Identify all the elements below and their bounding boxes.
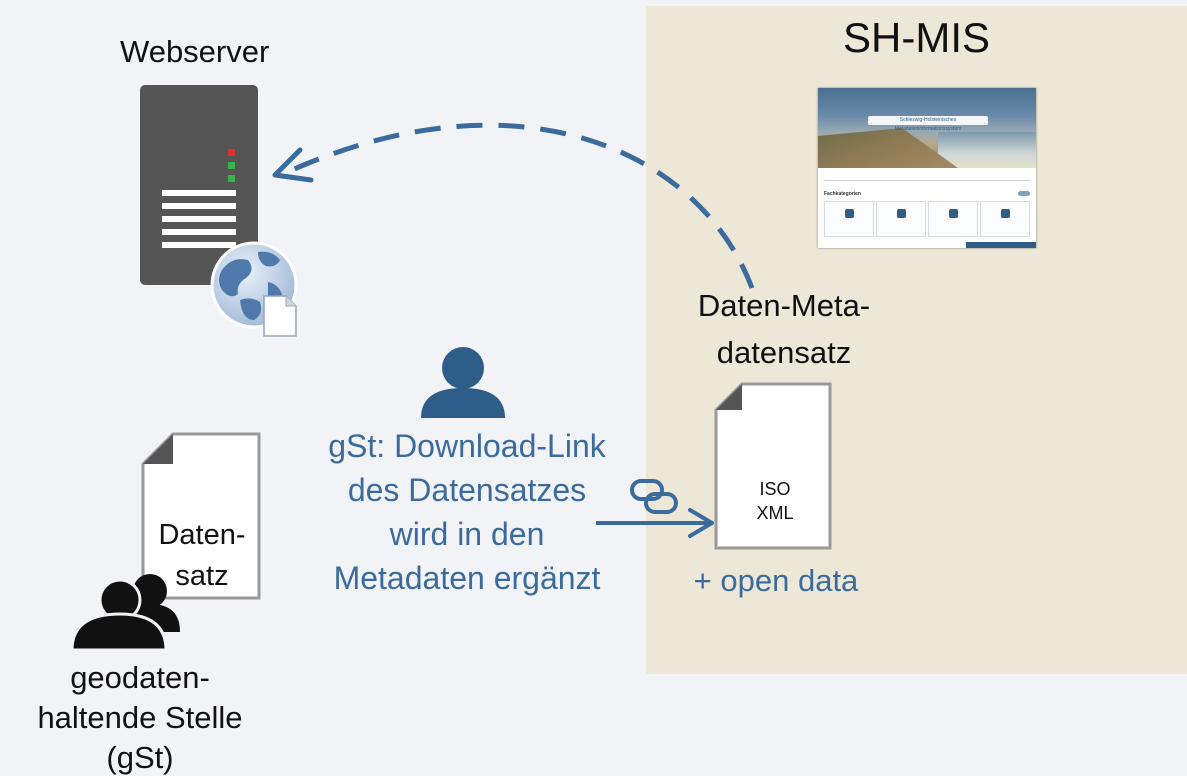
screenshot-tiles	[824, 201, 1030, 237]
process-text-line2: des Datensatzes	[347, 472, 587, 508]
screenshot-tile	[876, 201, 926, 237]
process-text-line3: wird in den	[389, 516, 545, 552]
metadata-label-line2: datensatz	[716, 335, 852, 370]
dashed-arc-arrow	[272, 122, 755, 289]
open-data-label: + open data	[693, 563, 859, 598]
screenshot-tile	[928, 201, 978, 237]
xml-label-text: XML	[756, 503, 794, 523]
users-icon	[70, 574, 180, 652]
webserver-label: Webserver	[120, 34, 270, 69]
server-icon	[140, 85, 258, 285]
screenshot-banner: Schleswig-Holsteinisches Metadateninform…	[868, 116, 988, 132]
sh-mis-screenshot: Schleswig-Holsteinisches Metadateninform…	[818, 88, 1036, 248]
screenshot-tile	[824, 201, 874, 237]
gst-label-line3: (gSt)	[106, 740, 174, 775]
document-icon	[263, 295, 297, 337]
screenshot-footer	[966, 242, 1036, 248]
gst-label-line2: haltende Stelle	[37, 700, 243, 735]
dataset-label-line2: satz	[175, 560, 229, 592]
process-text-line1: gSt: Download-Link	[328, 428, 606, 464]
process-text-line4: Metadaten ergänzt	[333, 560, 601, 596]
user-icon	[421, 347, 505, 418]
arrow-icon	[596, 508, 714, 538]
dataset-document	[141, 432, 261, 600]
screenshot-toggle	[1018, 191, 1030, 196]
metadata-label-line1: Daten-Meta-	[697, 288, 871, 323]
sh-mis-title: SH-MIS	[843, 14, 990, 61]
gst-label-line1: geodaten-	[70, 660, 210, 695]
iso-label: ISO	[759, 479, 791, 499]
dataset-label-line1: Daten-	[158, 519, 246, 551]
screenshot-category-heading: Fachkategorien	[824, 191, 861, 197]
hero-sea	[938, 132, 1036, 168]
iso-xml-document	[714, 382, 832, 550]
link-icon	[630, 479, 678, 514]
screenshot-search	[824, 172, 1030, 181]
screenshot-tile	[980, 201, 1030, 237]
